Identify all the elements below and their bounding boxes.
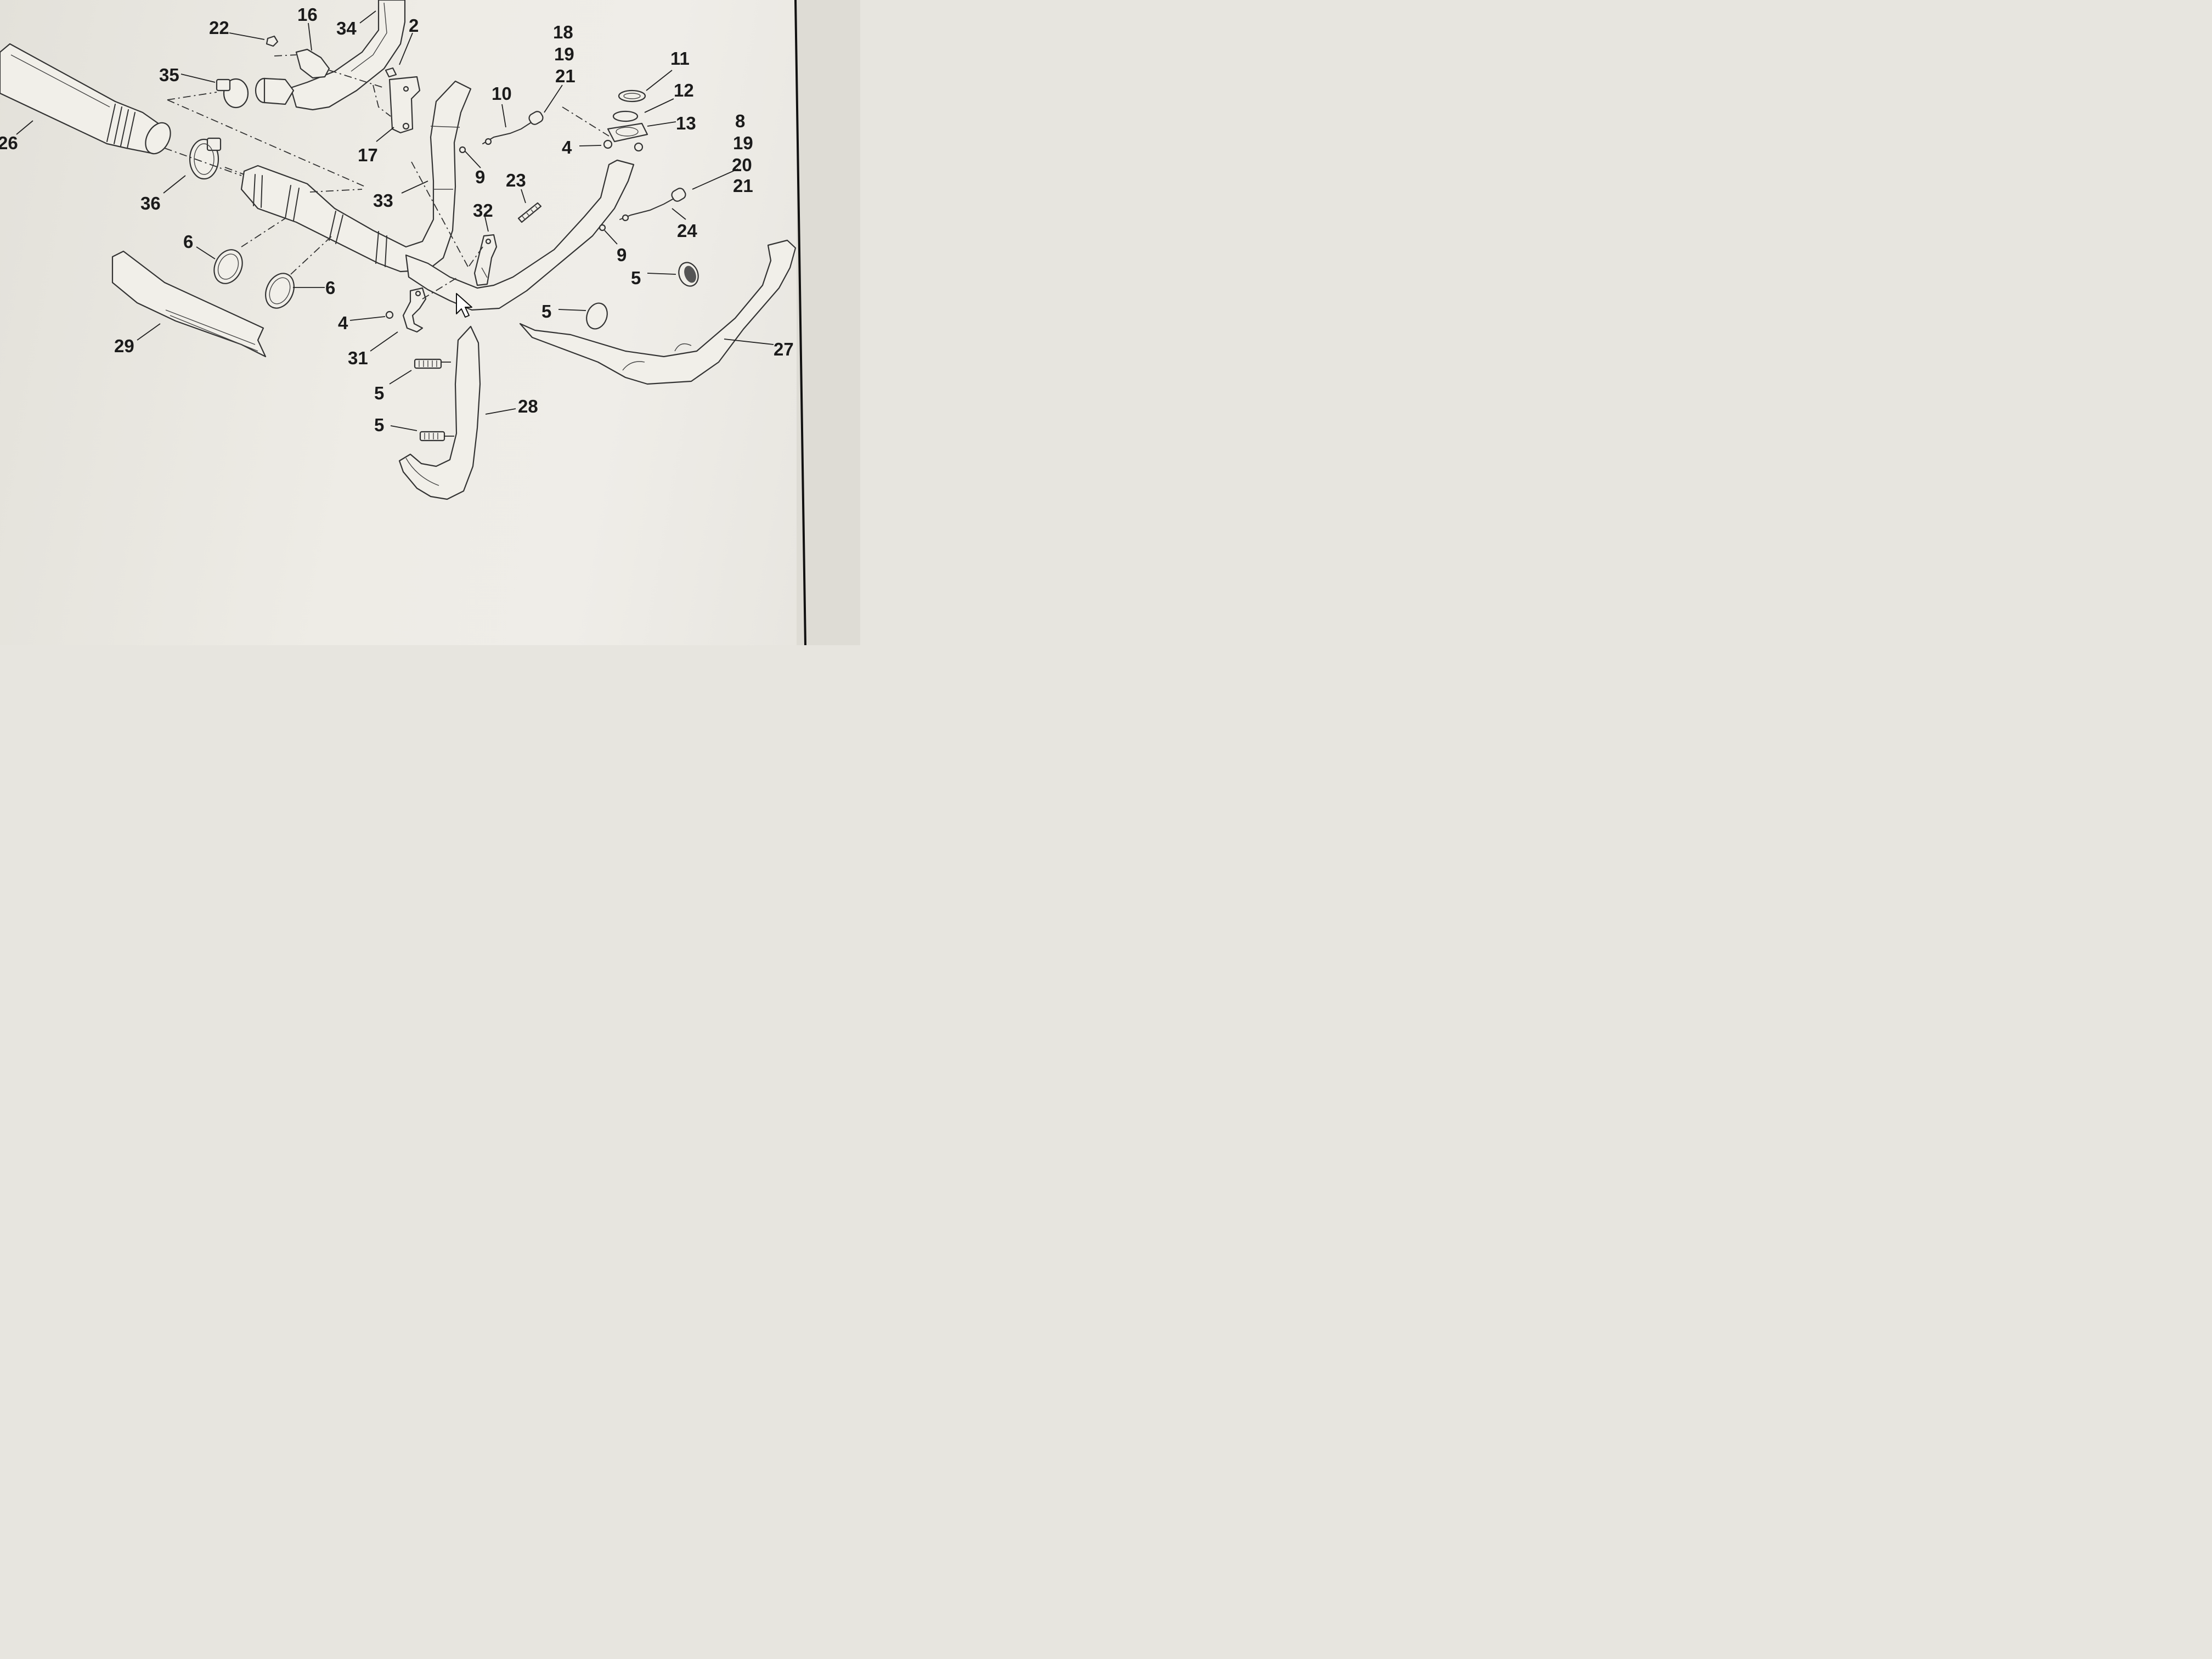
callout-27: 27	[774, 339, 794, 359]
callout-9-b: 9	[617, 245, 627, 265]
callout-23: 23	[506, 170, 526, 190]
callout-35: 35	[159, 65, 179, 85]
part-24-o2-sensor	[619, 188, 686, 222]
monitor-screen: 22 16 34 2 18 19 21 35 10 11 12 13 26 17…	[0, 0, 860, 645]
part-22-nut	[266, 35, 279, 47]
callout-5-a: 5	[631, 268, 641, 288]
part-10-o2-sensor	[482, 111, 544, 145]
callout-19-a: 19	[554, 44, 574, 64]
callout-21-a: 21	[555, 66, 575, 86]
callout-33: 33	[373, 190, 393, 211]
callout-22: 22	[209, 18, 229, 38]
part-26-muffler	[0, 43, 171, 155]
part-35-clamp	[216, 77, 295, 109]
page-frame-line	[794, 0, 806, 645]
arrow-cursor-icon	[456, 293, 472, 318]
callout-24: 24	[677, 221, 697, 241]
callout-31: 31	[348, 348, 368, 368]
callout-19-b: 19	[733, 133, 753, 153]
part-4-nuts	[385, 139, 644, 319]
callout-21-b: 21	[733, 176, 753, 196]
callout-36: 36	[140, 193, 161, 213]
part-29-heat-shield	[111, 250, 267, 358]
callout-6-a: 6	[183, 232, 193, 252]
part-6-ring-b	[265, 273, 295, 309]
assembly-lines	[164, 54, 610, 300]
part-31-clamp	[402, 287, 427, 333]
callout-32: 32	[473, 200, 493, 221]
screen-bezel	[797, 0, 860, 645]
callout-11: 11	[670, 48, 690, 69]
callout-28: 28	[518, 396, 538, 416]
callout-4-b: 4	[338, 313, 348, 333]
part-23-stud	[517, 202, 542, 223]
part-33-head-pipe	[240, 80, 472, 273]
callout-29: 29	[114, 336, 134, 356]
callout-17: 17	[358, 145, 378, 165]
part-5-ring-a	[586, 302, 608, 330]
part-32-bracket	[473, 234, 498, 286]
part-34-pipe	[290, 0, 406, 111]
exhaust-parts-diagram: 22 16 34 2 18 19 21 35 10 11 12 13 26 17…	[0, 0, 860, 645]
callout-5-c: 5	[374, 383, 384, 403]
part-28-lower-pipe	[398, 325, 481, 500]
callout-26: 26	[0, 133, 18, 153]
callout-13: 13	[676, 113, 696, 133]
part-9-plugs	[459, 146, 606, 232]
part-5-sleeve-b	[419, 431, 445, 442]
leader-lines	[16, 10, 774, 437]
callout-5-b: 5	[541, 301, 551, 321]
callouts: 22 16 34 2 18 19 21 35 10 11 12 13 26 17…	[0, 4, 794, 435]
part-27-rear-pipe	[405, 159, 797, 385]
part-16-clamp	[295, 48, 330, 79]
part-36-clamp	[189, 137, 222, 180]
part-5-sleeve-a	[414, 358, 442, 369]
callout-6-b: 6	[325, 278, 335, 298]
callout-10: 10	[492, 83, 512, 104]
part-17-bracket	[385, 67, 421, 134]
callout-12: 12	[674, 80, 694, 100]
callout-34: 34	[336, 18, 357, 38]
callout-18: 18	[553, 22, 573, 42]
part-11-12-13-gaskets	[607, 89, 648, 143]
callout-4-a: 4	[562, 137, 572, 157]
callout-2: 2	[409, 15, 419, 36]
callout-5-d: 5	[374, 415, 384, 435]
part-5-ring-b	[678, 262, 699, 287]
callout-16: 16	[297, 4, 318, 25]
callout-20: 20	[732, 155, 752, 175]
part-6-ring-a	[213, 249, 243, 284]
callout-8: 8	[735, 111, 745, 131]
callout-9-a: 9	[475, 167, 485, 187]
